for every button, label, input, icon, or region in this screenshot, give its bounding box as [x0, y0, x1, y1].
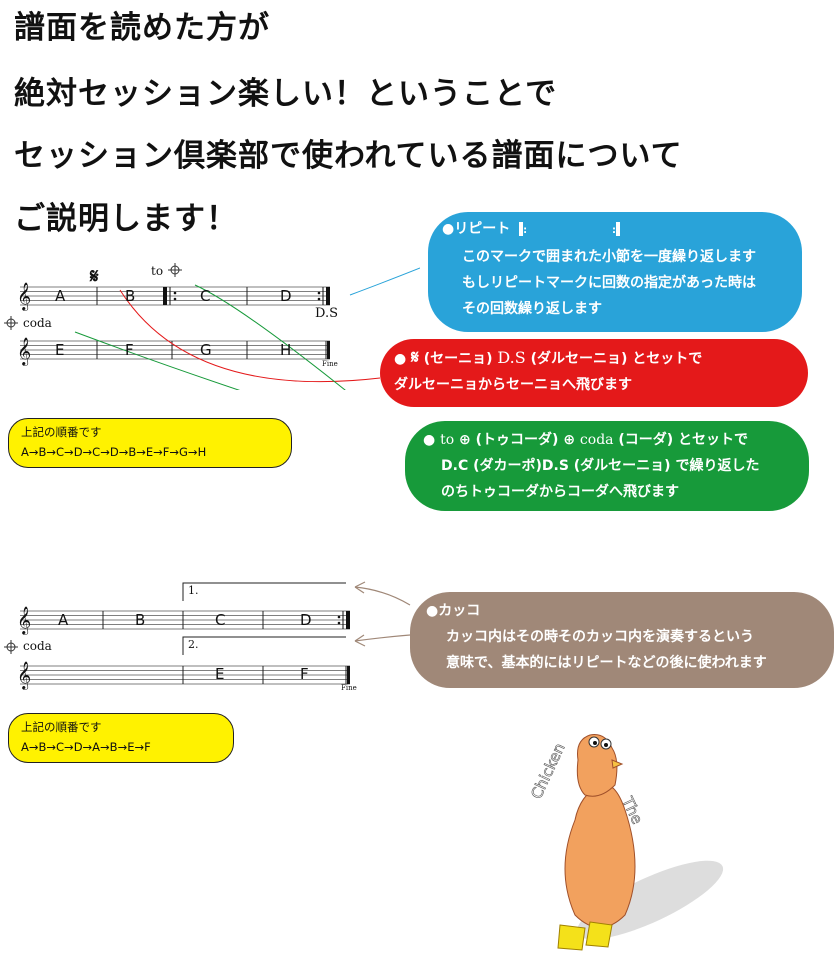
- measure-label: E: [215, 665, 225, 683]
- measure-label: D: [280, 287, 292, 305]
- order-label: 上記の順番です: [21, 720, 102, 734]
- treble-clef-icon: 𝄞: [17, 337, 32, 365]
- order-label: 上記の順番です: [21, 425, 102, 439]
- coda-term: coda: [579, 432, 614, 448]
- measure-label: C: [200, 287, 211, 305]
- measure-label: C: [215, 611, 226, 629]
- repeat-line: もしリピートマークに回数の指定があった時は: [462, 275, 756, 291]
- repeat-title: ●リピート: [442, 221, 511, 237]
- order-box-2: 上記の順番です A→B→C→D→A→B→E→F: [8, 713, 234, 763]
- measure-label: F: [125, 341, 134, 359]
- kakko-line: 意味で、基本的にはリピートなどの後に使われます: [446, 655, 767, 671]
- measure-label: H: [280, 341, 292, 359]
- fine-label: Fine: [322, 360, 338, 368]
- coda-explanation-bubble: ● to ⊕ (トゥコーダ) ⊕ coda (コーダ) とセットで D.C (ダ…: [405, 421, 809, 511]
- heading-line-2: 絶対セッション楽しい！ということで: [14, 76, 558, 112]
- to-term: to: [440, 432, 455, 448]
- kakko-line: カッコ内はその時そのカッコ内を演奏するという: [446, 629, 754, 645]
- to-coda-term: (トゥコーダ): [475, 432, 559, 448]
- heading-line-3: セッション倶楽部で使われている譜面について: [14, 138, 683, 174]
- kakko-title: ●カッコ: [426, 603, 481, 619]
- repeat-start-icon: [519, 222, 524, 236]
- segno-explanation-bubble: ● 𝄋 (セーニョ) D.S (ダルセーニョ) とセットで ダルセーニョからセー…: [380, 339, 808, 407]
- order-sequence: A→B→C→D→C→D→B→E→F→G→H: [21, 445, 207, 459]
- order-sequence: A→B→C→D→A→B→E→F: [21, 740, 151, 754]
- coda-term-jp: (コーダ) とセットで: [618, 432, 749, 448]
- segno-icon: 𝄋: [411, 347, 419, 368]
- chicken-mascot-illustration: Chicken The: [527, 734, 724, 951]
- coda-line: D.C (ダカーポ)D.S (ダルセーニョ) で繰り返した: [441, 458, 760, 474]
- measure-label: A: [55, 287, 66, 305]
- repeat-explanation-bubble: ●リピート : : このマークで囲まれた小節を一度繰り返します もしリピートマー…: [428, 212, 802, 332]
- segno-term: (セーニョ): [423, 351, 493, 367]
- order-box-1: 上記の順番です A→B→C→D→C→D→B→E→F→G→H: [8, 418, 292, 468]
- ds-label: D.S: [315, 306, 338, 321]
- measure-label: A: [58, 611, 69, 629]
- score-2-staff-graphics: [4, 581, 411, 685]
- measure-label: B: [125, 287, 136, 305]
- coda-line: のちトゥコーダからコーダへ飛びます: [441, 484, 679, 500]
- to-coda-label: to: [151, 264, 164, 278]
- mascot-word-1: Chicken: [527, 740, 568, 801]
- dal-segno-term: (ダルセーニョ) とセットで: [530, 351, 703, 367]
- treble-clef-icon: 𝄞: [17, 661, 32, 689]
- coda-label: coda: [23, 639, 52, 653]
- score-1-staff-graphics: 𝄋: [4, 263, 420, 390]
- repeat-end-icon: :: [612, 221, 620, 237]
- volta-1-label: 1.: [188, 584, 199, 597]
- bullet-icon: ●: [394, 351, 407, 367]
- ds-term: D.S: [497, 348, 526, 367]
- repeat-line: このマークで囲まれた小節を一度繰り返します: [462, 249, 756, 265]
- bullet-icon: ●: [423, 432, 436, 448]
- heading-line-1: 譜面を読めた方が: [14, 10, 270, 46]
- segno-line: ダルセーニョからセーニョへ飛びます: [394, 377, 632, 393]
- measure-label: G: [200, 341, 212, 359]
- treble-clef-icon: 𝄞: [17, 606, 32, 634]
- treble-clef-icon: 𝄞: [17, 282, 32, 310]
- measure-label: F: [300, 665, 309, 683]
- measure-label: E: [55, 341, 65, 359]
- coda-icon: ⊕: [563, 432, 576, 448]
- measure-label: B: [135, 611, 146, 629]
- repeat-line: その回数繰り返します: [462, 301, 602, 317]
- volta-2-label: 2.: [188, 638, 199, 651]
- fine-label: Fine: [341, 684, 357, 692]
- coda-label: coda: [23, 316, 52, 330]
- heading-line-4: ご説明します！: [14, 201, 238, 237]
- kakko-explanation-bubble: ●カッコ カッコ内はその時そのカッコ内を演奏するという 意味で、基本的にはリピー…: [410, 592, 834, 688]
- measure-label: D: [300, 611, 312, 629]
- coda-icon: ⊕: [459, 432, 471, 448]
- svg-text:𝄋: 𝄋: [89, 264, 99, 288]
